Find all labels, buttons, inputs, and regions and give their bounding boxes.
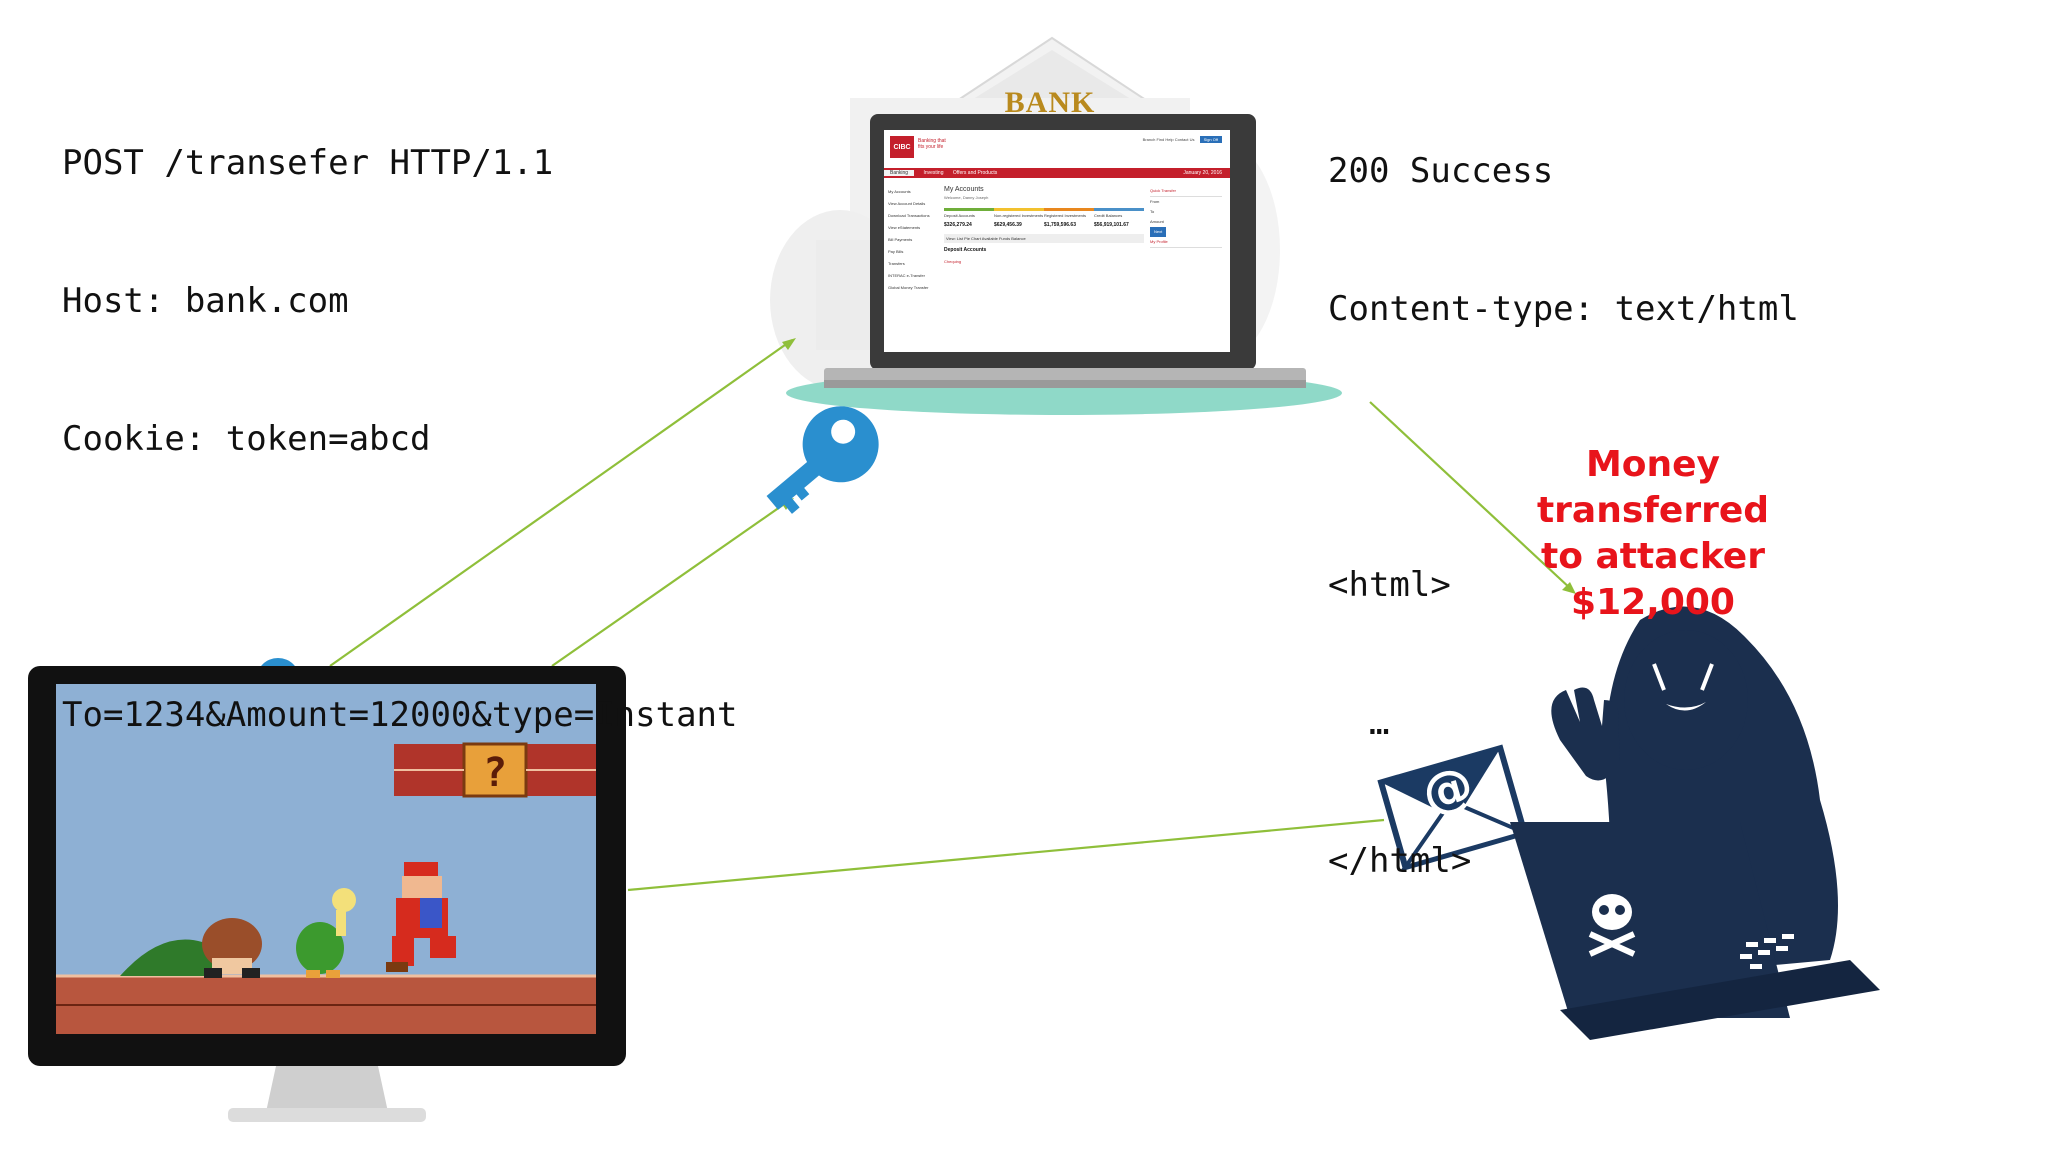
request-line: POST /transefer HTTP/1.1 <box>62 143 554 183</box>
from-label: From <box>1150 199 1160 204</box>
skull-icon <box>1588 894 1636 957</box>
phishing-email-line <box>627 818 1385 892</box>
nav-item-banking[interactable]: Banking <box>884 170 915 176</box>
nav-item-investing[interactable]: Investing <box>923 170 944 176</box>
response-html-open: <html> <box>1328 565 1451 605</box>
envelope-at-icon: @ <box>1377 744 1531 871</box>
summary-amount: $56,919,101.67 <box>1094 222 1129 228</box>
summary-amount: $629,456.39 <box>994 222 1022 228</box>
bank-top-links: Branch Find Help Contact Us Sign Off <box>1143 136 1222 143</box>
page-title: My Accounts <box>944 186 984 193</box>
bank-top-links-text: Branch Find Help Contact Us <box>1142 137 1195 142</box>
summary-amount: $326,279.24 <box>944 222 972 228</box>
http-request-text: POST /transefer HTTP/1.1 Host: bank.com … <box>62 48 738 784</box>
bank-sign: BANK <box>1004 86 1096 119</box>
koopa-icon <box>296 888 356 978</box>
view-toggle-bar[interactable]: View: List Pie Chart Available Funds Bal… <box>944 234 1144 243</box>
bank-main-panel: My Accounts Welcome, Danny Joseph Deposi… <box>944 186 1144 264</box>
quick-transfer-panel: Quick Transfer From To Amount Next My Pr… <box>1150 186 1222 248</box>
bank-sidebar: My Accounts View Account Details Downloa… <box>888 186 938 294</box>
http-response-text: 200 Success Content-type: text/html <htm… <box>1328 56 1799 930</box>
summary-color-bar <box>944 208 1144 211</box>
next-button[interactable]: Next <box>1150 227 1167 237</box>
sign-off-button[interactable]: Sign Off <box>1199 136 1222 143</box>
deposit-accounts-heading: Deposit Accounts <box>944 247 987 253</box>
sidebar-item[interactable]: Global Money Transfer <box>888 285 929 290</box>
sidebar-item[interactable]: View eStatements <box>888 225 921 230</box>
key-icon <box>766 406 879 514</box>
summary-label: Registered Investments <box>1044 213 1087 218</box>
summary-labels: Deposit Accounts Non-registered Investme… <box>944 213 1144 218</box>
ground-bricks <box>56 974 596 1034</box>
response-html-close: </html> <box>1328 841 1472 881</box>
sidebar-item[interactable]: View Account Details <box>888 201 926 206</box>
bank-tagline: Banking that fits your life <box>918 138 946 150</box>
monitor-icon: ? <box>28 658 626 1122</box>
summary-amount: $1,759,596.63 <box>1044 222 1076 228</box>
summary-label: Deposit Accounts <box>944 213 975 218</box>
svg-text:?: ? <box>483 750 507 796</box>
amount-label: Amount <box>1150 219 1164 224</box>
quick-transfer-heading: Quick Transfer <box>1150 186 1222 197</box>
welcome-text: Welcome, Danny Joseph <box>944 195 989 200</box>
request-cookie-header: Cookie: token=abcd <box>62 419 431 459</box>
sidebar-item[interactable]: Bill Payments <box>888 237 913 242</box>
money-transferred-note: Money transferred to attacker $12,000 <box>1470 442 1836 626</box>
bank-nav: Banking Investing Offers and Products Ja… <box>884 168 1230 178</box>
note-line: Money transferred <box>1536 444 1770 531</box>
my-profile-heading: My Profile <box>1150 237 1222 248</box>
nav-date: January 20, 2016 <box>1183 170 1222 176</box>
summary-amounts: $326,279.24 $629,456.39 $1,759,596.63 $5… <box>944 222 1144 228</box>
request-arrow <box>329 338 796 667</box>
request-blank-line <box>62 554 738 600</box>
request-body: To=1234&Amount=12000&type=Instant <box>62 695 738 735</box>
nav-item-offers[interactable]: Offers and Products <box>952 170 998 176</box>
note-amount: $12,000 <box>1571 582 1735 623</box>
note-line: to attacker <box>1541 536 1765 577</box>
summary-label: Non-registered Investments <box>994 213 1044 218</box>
response-status: 200 Success <box>1328 151 1554 191</box>
goomba-icon <box>202 918 262 978</box>
bank-logo: CIBC <box>890 136 914 158</box>
brick-row: ? <box>394 742 596 798</box>
response-arrow <box>1369 401 1576 594</box>
hacker-figure-icon <box>1510 606 1880 1040</box>
account-link[interactable]: Chequing <box>944 259 962 264</box>
response-ellipsis: … <box>1328 703 1390 743</box>
request-host-header: Host: bank.com <box>62 281 349 321</box>
keyboard-keys <box>1740 934 1794 969</box>
mario-icon <box>386 862 456 972</box>
bank-header: CIBC Banking that fits your life Branch … <box>884 130 1230 166</box>
sidebar-item[interactable]: My Accounts <box>888 189 911 194</box>
to-label: To <box>1150 209 1155 214</box>
sidebar-item[interactable]: Download Transactions <box>888 213 930 218</box>
bank-website-screenshot: CIBC Banking that fits your life Branch … <box>884 130 1230 352</box>
sidebar-item[interactable]: Pay Bills <box>888 249 904 254</box>
summary-label: Credit Balances <box>1094 213 1123 218</box>
sidebar-item[interactable]: INTERAC e-Transfer <box>888 273 925 278</box>
response-content-type: Content-type: text/html <box>1328 289 1799 329</box>
sidebar-item[interactable]: Transfers <box>888 261 905 266</box>
